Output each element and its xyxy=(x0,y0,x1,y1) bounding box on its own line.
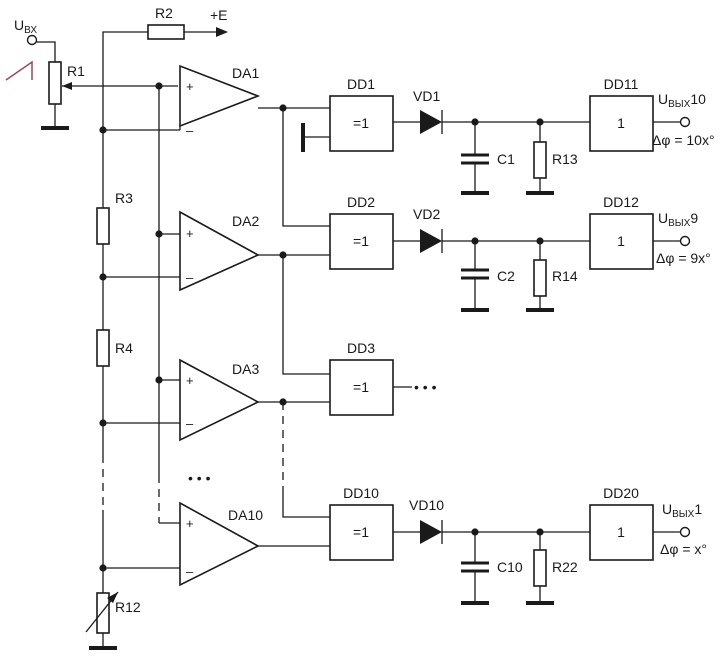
dd12-symbol: 1 xyxy=(617,233,625,249)
input-section: UВХ R1 xyxy=(5,17,178,130)
r14-label: R14 xyxy=(552,268,578,284)
r22-label: R22 xyxy=(552,559,578,575)
input-terminal[interactable] xyxy=(26,34,38,46)
dd3-ellipsis: • • • xyxy=(414,379,437,395)
output-9-terminal[interactable] xyxy=(679,235,691,247)
da9-to-dd10-wire xyxy=(282,490,330,518)
r4-label: R4 xyxy=(115,340,133,356)
xor-dd10: DD10 =1 xyxy=(329,485,394,561)
r12-resistor xyxy=(96,592,110,634)
variable-arrow-icon xyxy=(107,592,118,603)
xor-dd1: DD1 =1 xyxy=(329,76,394,152)
output-9-phase: Δφ = 9x° xyxy=(656,250,711,266)
dd10-symbol: =1 xyxy=(353,524,369,540)
da2-label: DA2 xyxy=(232,213,259,229)
dd2-label: DD2 xyxy=(347,194,375,210)
opamp-da3: DA3 + – xyxy=(103,358,260,442)
da1-label: DA1 xyxy=(232,65,259,81)
da2-minus: – xyxy=(186,270,194,285)
vd1-diode-icon xyxy=(420,110,442,134)
wiper-arrow-icon xyxy=(62,82,72,90)
junction-dots xyxy=(99,82,544,572)
da1-to-dd2-wire xyxy=(282,108,330,227)
r1-resistor xyxy=(48,61,62,105)
dd12-label: DD12 xyxy=(603,194,639,210)
output-1-terminal[interactable] xyxy=(679,526,691,538)
da3-plus: + xyxy=(186,373,194,388)
opamp-ellipsis: • • • xyxy=(188,470,211,486)
input-wire xyxy=(36,41,56,62)
supply-label: +E xyxy=(210,7,228,23)
divider-top-wire xyxy=(102,31,148,130)
vd2-label: VD2 xyxy=(413,206,440,222)
da10-label: DA10 xyxy=(228,507,263,523)
dd11-symbol: 1 xyxy=(617,115,625,131)
da3-minus: – xyxy=(186,416,194,431)
r3-label: R3 xyxy=(115,190,133,206)
output-1-phase: Δφ = x° xyxy=(660,541,707,557)
channel-9: VD2 C2 R14 DD12 1 UВЫХ9 Δφ = 9x° xyxy=(393,194,711,312)
da2-plus: + xyxy=(186,226,194,241)
output-10-label: UВЫХ10 xyxy=(658,91,706,110)
vd10-label: VD10 xyxy=(409,497,444,513)
input-label: UВХ xyxy=(14,17,37,36)
xor-dd3: DD3 =1 • • • xyxy=(329,340,437,416)
r3-resistor xyxy=(96,207,110,245)
opamp-da2: DA2 + – xyxy=(103,210,260,292)
vd2-diode-icon xyxy=(420,229,442,253)
output-10-phase: Δφ = 10x° xyxy=(652,132,715,148)
input-bus xyxy=(158,86,180,524)
supply-arrow-icon xyxy=(216,27,228,37)
da1-minus: – xyxy=(186,123,194,138)
output-1-label: UВЫХ1 xyxy=(662,501,702,520)
sawtooth-input-icon xyxy=(5,60,33,81)
da10-minus: – xyxy=(186,564,194,579)
da10-plus: + xyxy=(186,516,194,531)
dd11-label: DD11 xyxy=(604,76,639,92)
vd1-label: VD1 xyxy=(413,88,440,104)
vd10-diode-icon xyxy=(420,520,442,544)
output-10-terminal[interactable] xyxy=(679,116,691,128)
dd20-symbol: 1 xyxy=(617,524,625,540)
r12-label: R12 xyxy=(115,599,141,615)
r1-label: R1 xyxy=(67,63,85,79)
opamp-da10: DA10 + – xyxy=(103,501,263,587)
r4-resistor xyxy=(96,329,110,367)
dd1-label: DD1 xyxy=(347,76,375,92)
output-9-label: UВЫХ9 xyxy=(658,210,698,229)
dd3-symbol: =1 xyxy=(353,379,369,395)
dd2-symbol: =1 xyxy=(353,233,369,249)
dd20-label: DD20 xyxy=(603,485,639,501)
divider-chain: R3 R4 R12 xyxy=(85,130,141,650)
da1-plus: + xyxy=(186,79,194,94)
opamp-da1: DA1 + – xyxy=(103,64,261,138)
opamp-output-wiring xyxy=(258,107,330,547)
dd3-label: DD3 xyxy=(347,340,375,356)
da3-label: DA3 xyxy=(232,361,259,377)
supply-section: R2 +E xyxy=(102,5,228,130)
c2-label: C2 xyxy=(497,268,515,284)
r13-label: R13 xyxy=(552,151,578,167)
channel-10: VD1 C1 R13 DD11 1 UВЫХ10 Δφ = 10x° xyxy=(393,76,715,195)
dd1-symbol: =1 xyxy=(353,115,369,131)
dd10-label: DD10 xyxy=(343,485,379,501)
da2-to-dd3-wire xyxy=(282,255,330,375)
c10-label: C10 xyxy=(497,559,523,575)
c1-label: C1 xyxy=(497,151,515,167)
r2-resistor xyxy=(147,24,185,40)
xor-dd2: DD2 =1 xyxy=(329,194,394,270)
r2-label: R2 xyxy=(155,5,173,21)
channel-1: VD10 C10 R22 DD20 1 UВЫХ1 Δφ = x° xyxy=(393,485,707,605)
